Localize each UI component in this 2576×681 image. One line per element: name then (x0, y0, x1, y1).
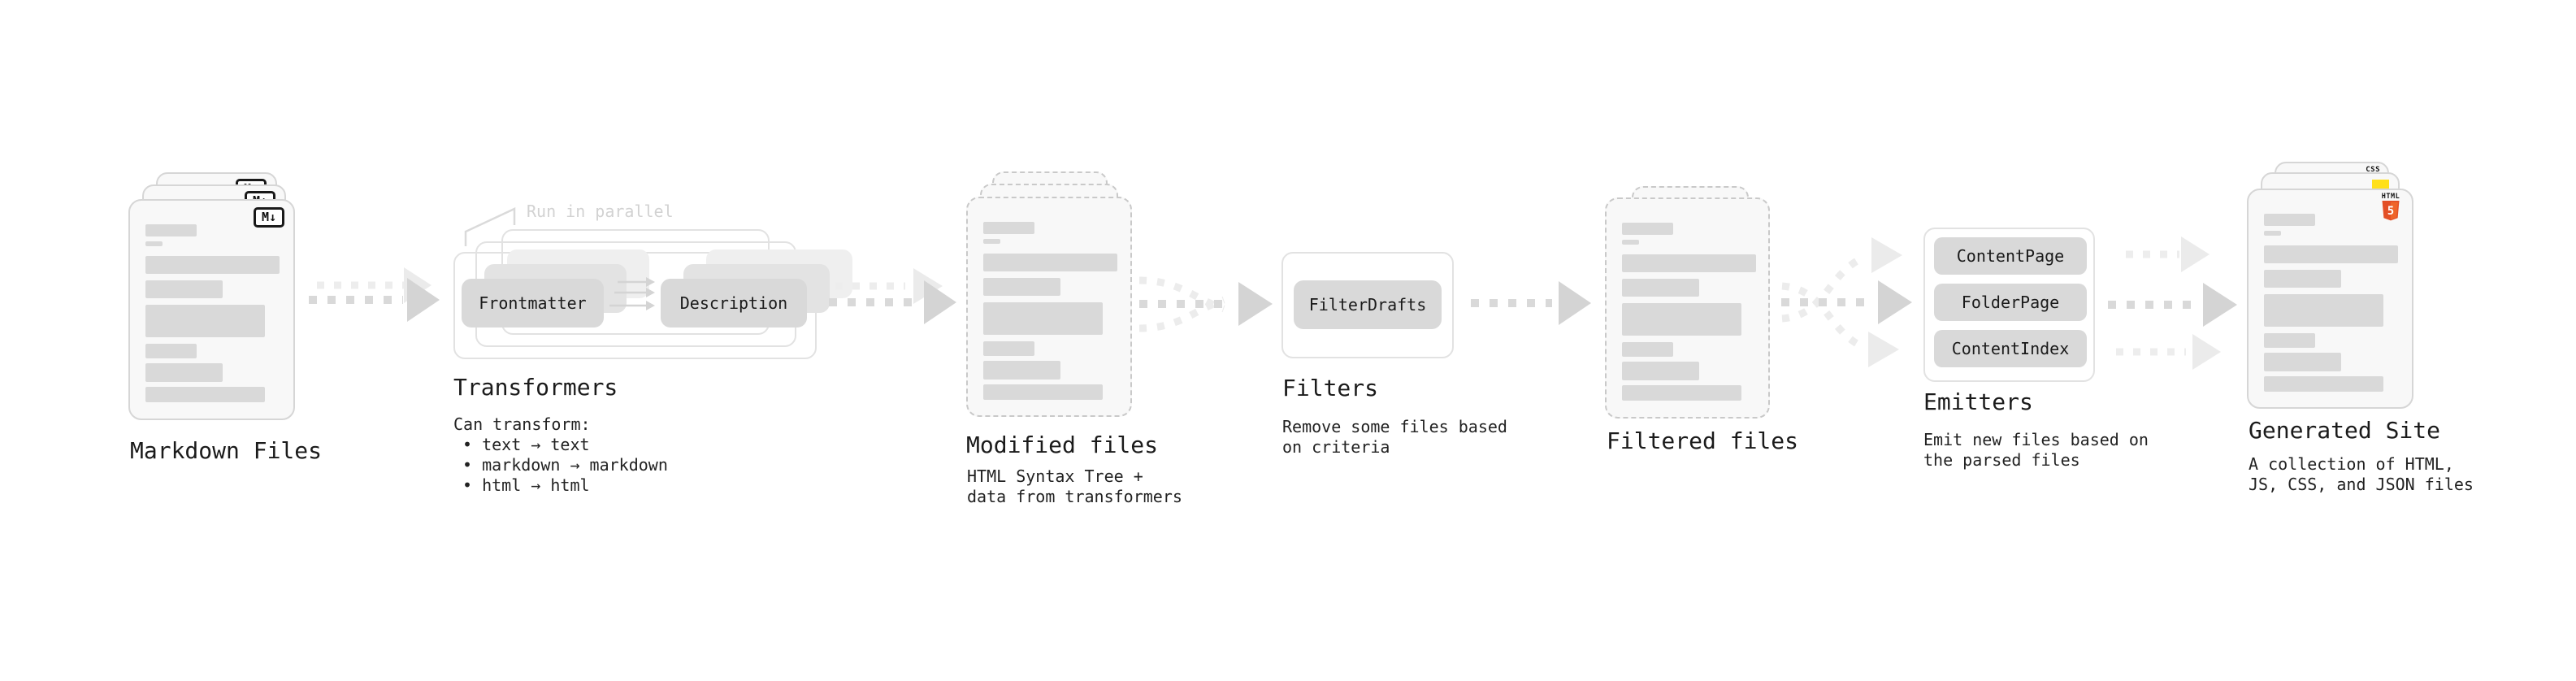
placeholder-bar (1622, 362, 1699, 380)
modified-files-label: Modified files (966, 432, 1159, 458)
filtered-file-card (1605, 197, 1770, 419)
transformers-label: Transformers (453, 374, 618, 401)
placeholder-bar (145, 241, 163, 246)
description-line: Emit new files based on (1923, 430, 2149, 449)
modified-file-card (966, 197, 1132, 417)
arrow-filtered-to-emitters (1781, 237, 1912, 367)
html5-shield: 5 (2382, 201, 2400, 221)
description-line: • html → html (462, 475, 590, 495)
placeholder-bar (1622, 303, 1741, 336)
arrow-modified-to-filters (1138, 276, 1273, 332)
placeholder-bar (983, 302, 1103, 335)
description-line: • markdown → markdown (462, 455, 668, 475)
javascript-icon (2372, 180, 2389, 190)
placeholder-bar (145, 224, 197, 236)
placeholder-bar (145, 280, 223, 298)
placeholder-bar (145, 344, 197, 358)
filters-description: Remove some files based on criteria (1282, 417, 1507, 458)
filters-label: Filters (1282, 375, 1379, 401)
placeholder-bar (983, 239, 1000, 244)
placeholder-bar (1622, 385, 1741, 401)
file-content-placeholder (968, 198, 1130, 400)
contentindex-pill: ContentIndex (1934, 330, 2087, 367)
placeholder-bar (2264, 333, 2315, 348)
description-pill: Description (661, 279, 807, 327)
generated-file-card: HTML 5 (2247, 189, 2413, 409)
placeholder-bar (145, 363, 223, 382)
placeholder-bar (2264, 270, 2341, 288)
placeholder-bar (2264, 231, 2281, 236)
placeholder-bar (983, 278, 1060, 296)
file-content-placeholder (1607, 199, 1768, 401)
placeholder-bar (1622, 279, 1699, 297)
description-line: data from transformers (967, 487, 1182, 506)
contentpage-pill: ContentPage (1934, 237, 2087, 275)
svg-text:5: 5 (2387, 205, 2394, 218)
markdown-file-card: M↓ (128, 199, 295, 420)
placeholder-bar (983, 384, 1103, 400)
description-line: A collection of HTML, (2249, 454, 2454, 474)
placeholder-bar (1622, 240, 1639, 245)
description-line: JS, CSS, and JSON files (2249, 475, 2474, 494)
description-line: Remove some files based (1282, 417, 1507, 436)
file-content-placeholder (130, 201, 293, 402)
emitters-description: Emit new files based on the parsed files (1923, 430, 2149, 471)
placeholder-bar (1622, 342, 1673, 357)
arrow-markdown-to-transformers (309, 267, 440, 322)
placeholder-bar (145, 256, 280, 274)
arrow-filters-to-filtered (1471, 281, 1591, 325)
description-line: the parsed files (1923, 450, 2080, 470)
placeholder-bar (983, 222, 1034, 234)
placeholder-bar (2264, 353, 2341, 371)
placeholder-bar (2264, 245, 2398, 263)
placeholder-bar (2264, 214, 2315, 226)
arrow-emitters-to-generated (2108, 236, 2237, 370)
markdown-files-label: Markdown Files (130, 437, 323, 464)
frontmatter-pill: Frontmatter (462, 279, 604, 327)
transformers-description: Can transform: • text → text • markdown … (453, 414, 668, 496)
modified-files-description: HTML Syntax Tree + data from transformer… (967, 466, 1182, 507)
placeholder-bar (2264, 376, 2383, 392)
html5-icon: HTML 5 (2381, 193, 2400, 224)
run-in-parallel-label: Run in parallel (527, 202, 674, 221)
placeholder-bar (1622, 223, 1673, 235)
placeholder-bar (2264, 294, 2383, 327)
markdown-icon: M↓ (254, 207, 284, 228)
generated-site-label: Generated Site (2249, 417, 2441, 444)
filterdrafts-pill: FilterDrafts (1294, 280, 1442, 329)
placeholder-bar (145, 387, 265, 402)
html5-icon-word: HTML (2381, 193, 2400, 201)
placeholder-bar (983, 254, 1117, 271)
description-line: on criteria (1282, 437, 1390, 457)
placeholder-bar (1622, 254, 1756, 272)
file-content-placeholder (2249, 190, 2412, 392)
placeholder-bar (983, 361, 1060, 380)
description-line: • text → text (462, 435, 590, 454)
emitters-label: Emitters (1923, 388, 2033, 415)
folderpage-pill: FolderPage (1934, 284, 2087, 321)
description-line: HTML Syntax Tree + (967, 466, 1143, 486)
generated-site-description: A collection of HTML, JS, CSS, and JSON … (2249, 454, 2474, 495)
placeholder-bar (983, 341, 1034, 356)
filtered-files-label: Filtered files (1607, 427, 1799, 454)
placeholder-bar (145, 305, 265, 337)
description-line: Can transform: (453, 414, 591, 434)
